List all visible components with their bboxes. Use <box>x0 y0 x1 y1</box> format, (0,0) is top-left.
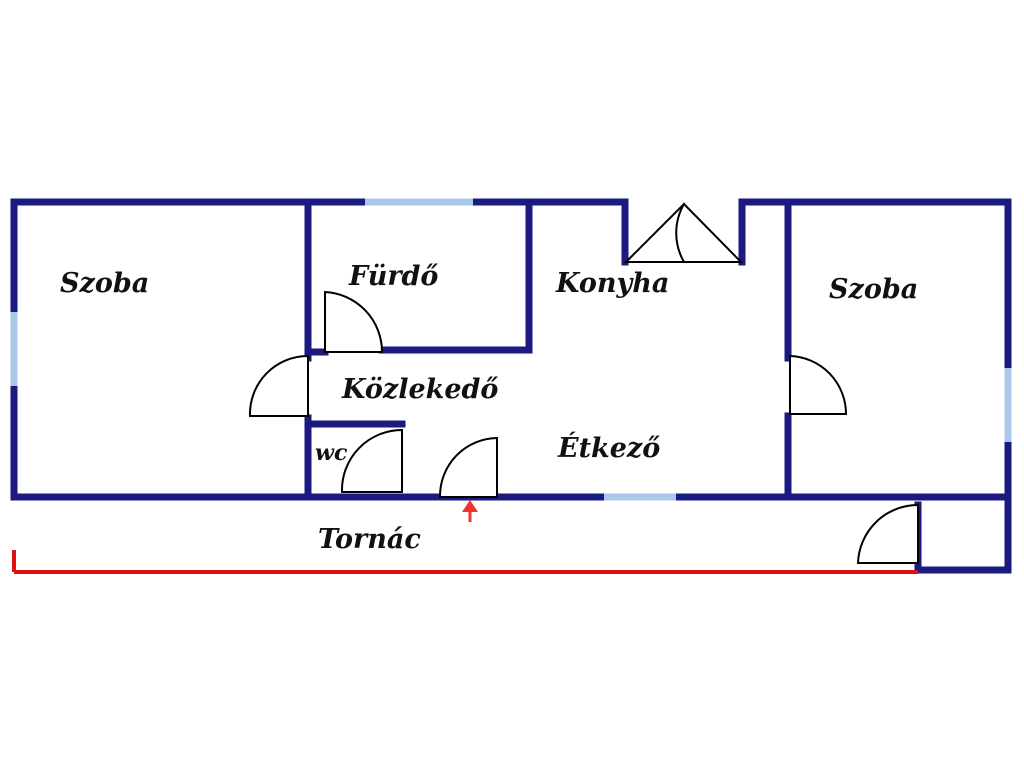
door-left-room <box>248 354 309 417</box>
label-szoba-right: Szoba <box>829 274 918 305</box>
label-tornac: Tornác <box>318 524 421 555</box>
label-etkezo: Étkező <box>557 431 660 464</box>
label-szoba-left: Szoba <box>60 268 149 299</box>
label-kozlekedo: Közlekedő <box>341 374 498 405</box>
outer-walls <box>10 198 1012 574</box>
interior-walls <box>304 198 792 501</box>
door-right-room-swing <box>789 354 848 415</box>
door-entrance <box>438 436 498 498</box>
porch-railing <box>12 550 918 574</box>
label-konyha: Konyha <box>555 268 669 299</box>
door-kitchen-right-leaf <box>675 202 744 263</box>
windows <box>10 198 1012 501</box>
door-porch <box>856 503 919 564</box>
label-furdo: Fürdő <box>348 261 438 292</box>
label-wc: wc <box>315 440 348 466</box>
entrance-arrow-icon <box>462 500 478 522</box>
door-furdo <box>324 290 384 353</box>
doors <box>248 202 919 564</box>
door-wc <box>340 428 403 493</box>
